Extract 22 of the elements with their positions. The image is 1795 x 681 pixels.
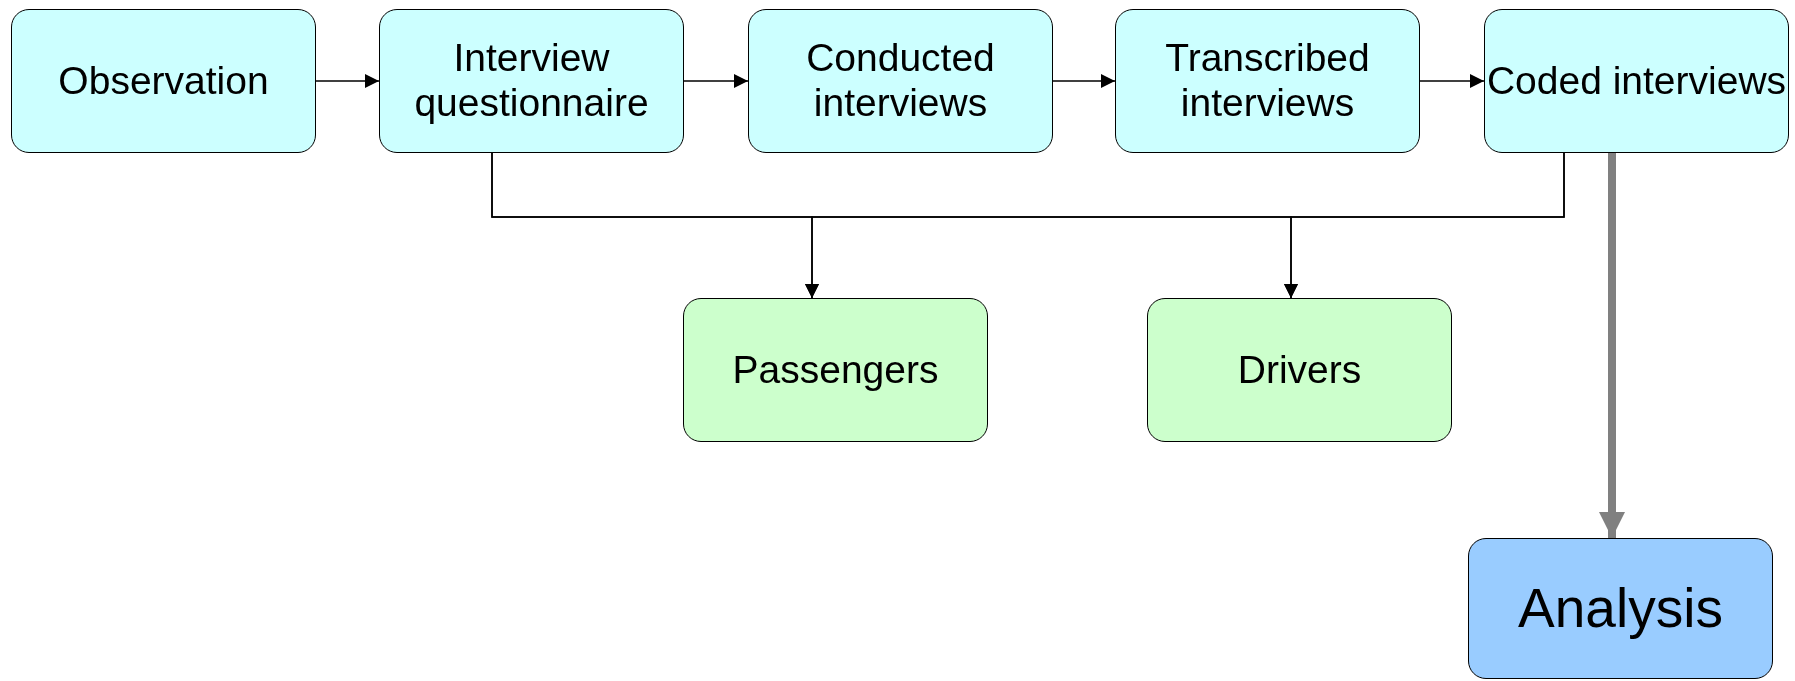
arrow — [315, 74, 380, 88]
process-box — [683, 298, 988, 442]
process-box — [1468, 538, 1773, 679]
box-label: Passengers — [732, 347, 939, 393]
box-label: Conducted interviews — [805, 36, 996, 126]
box-label: Observation — [58, 58, 269, 104]
arrow — [1599, 153, 1625, 538]
process-box — [1115, 9, 1420, 153]
process-box — [1484, 9, 1789, 153]
process-box — [748, 9, 1053, 153]
arrow — [1052, 74, 1116, 88]
box-label: Transcribed interviews — [1164, 36, 1371, 126]
arrow — [1419, 74, 1485, 88]
arrow — [683, 74, 749, 88]
box-label: Drivers — [1237, 347, 1362, 393]
process-box — [11, 9, 316, 153]
box-label: Analysis — [1518, 576, 1723, 641]
process-box — [379, 9, 684, 153]
process-box — [1147, 298, 1452, 442]
box-label: Interview questionnaire — [413, 36, 650, 126]
box-label: Coded interviews — [1486, 58, 1787, 104]
arrow — [1284, 152, 1565, 299]
